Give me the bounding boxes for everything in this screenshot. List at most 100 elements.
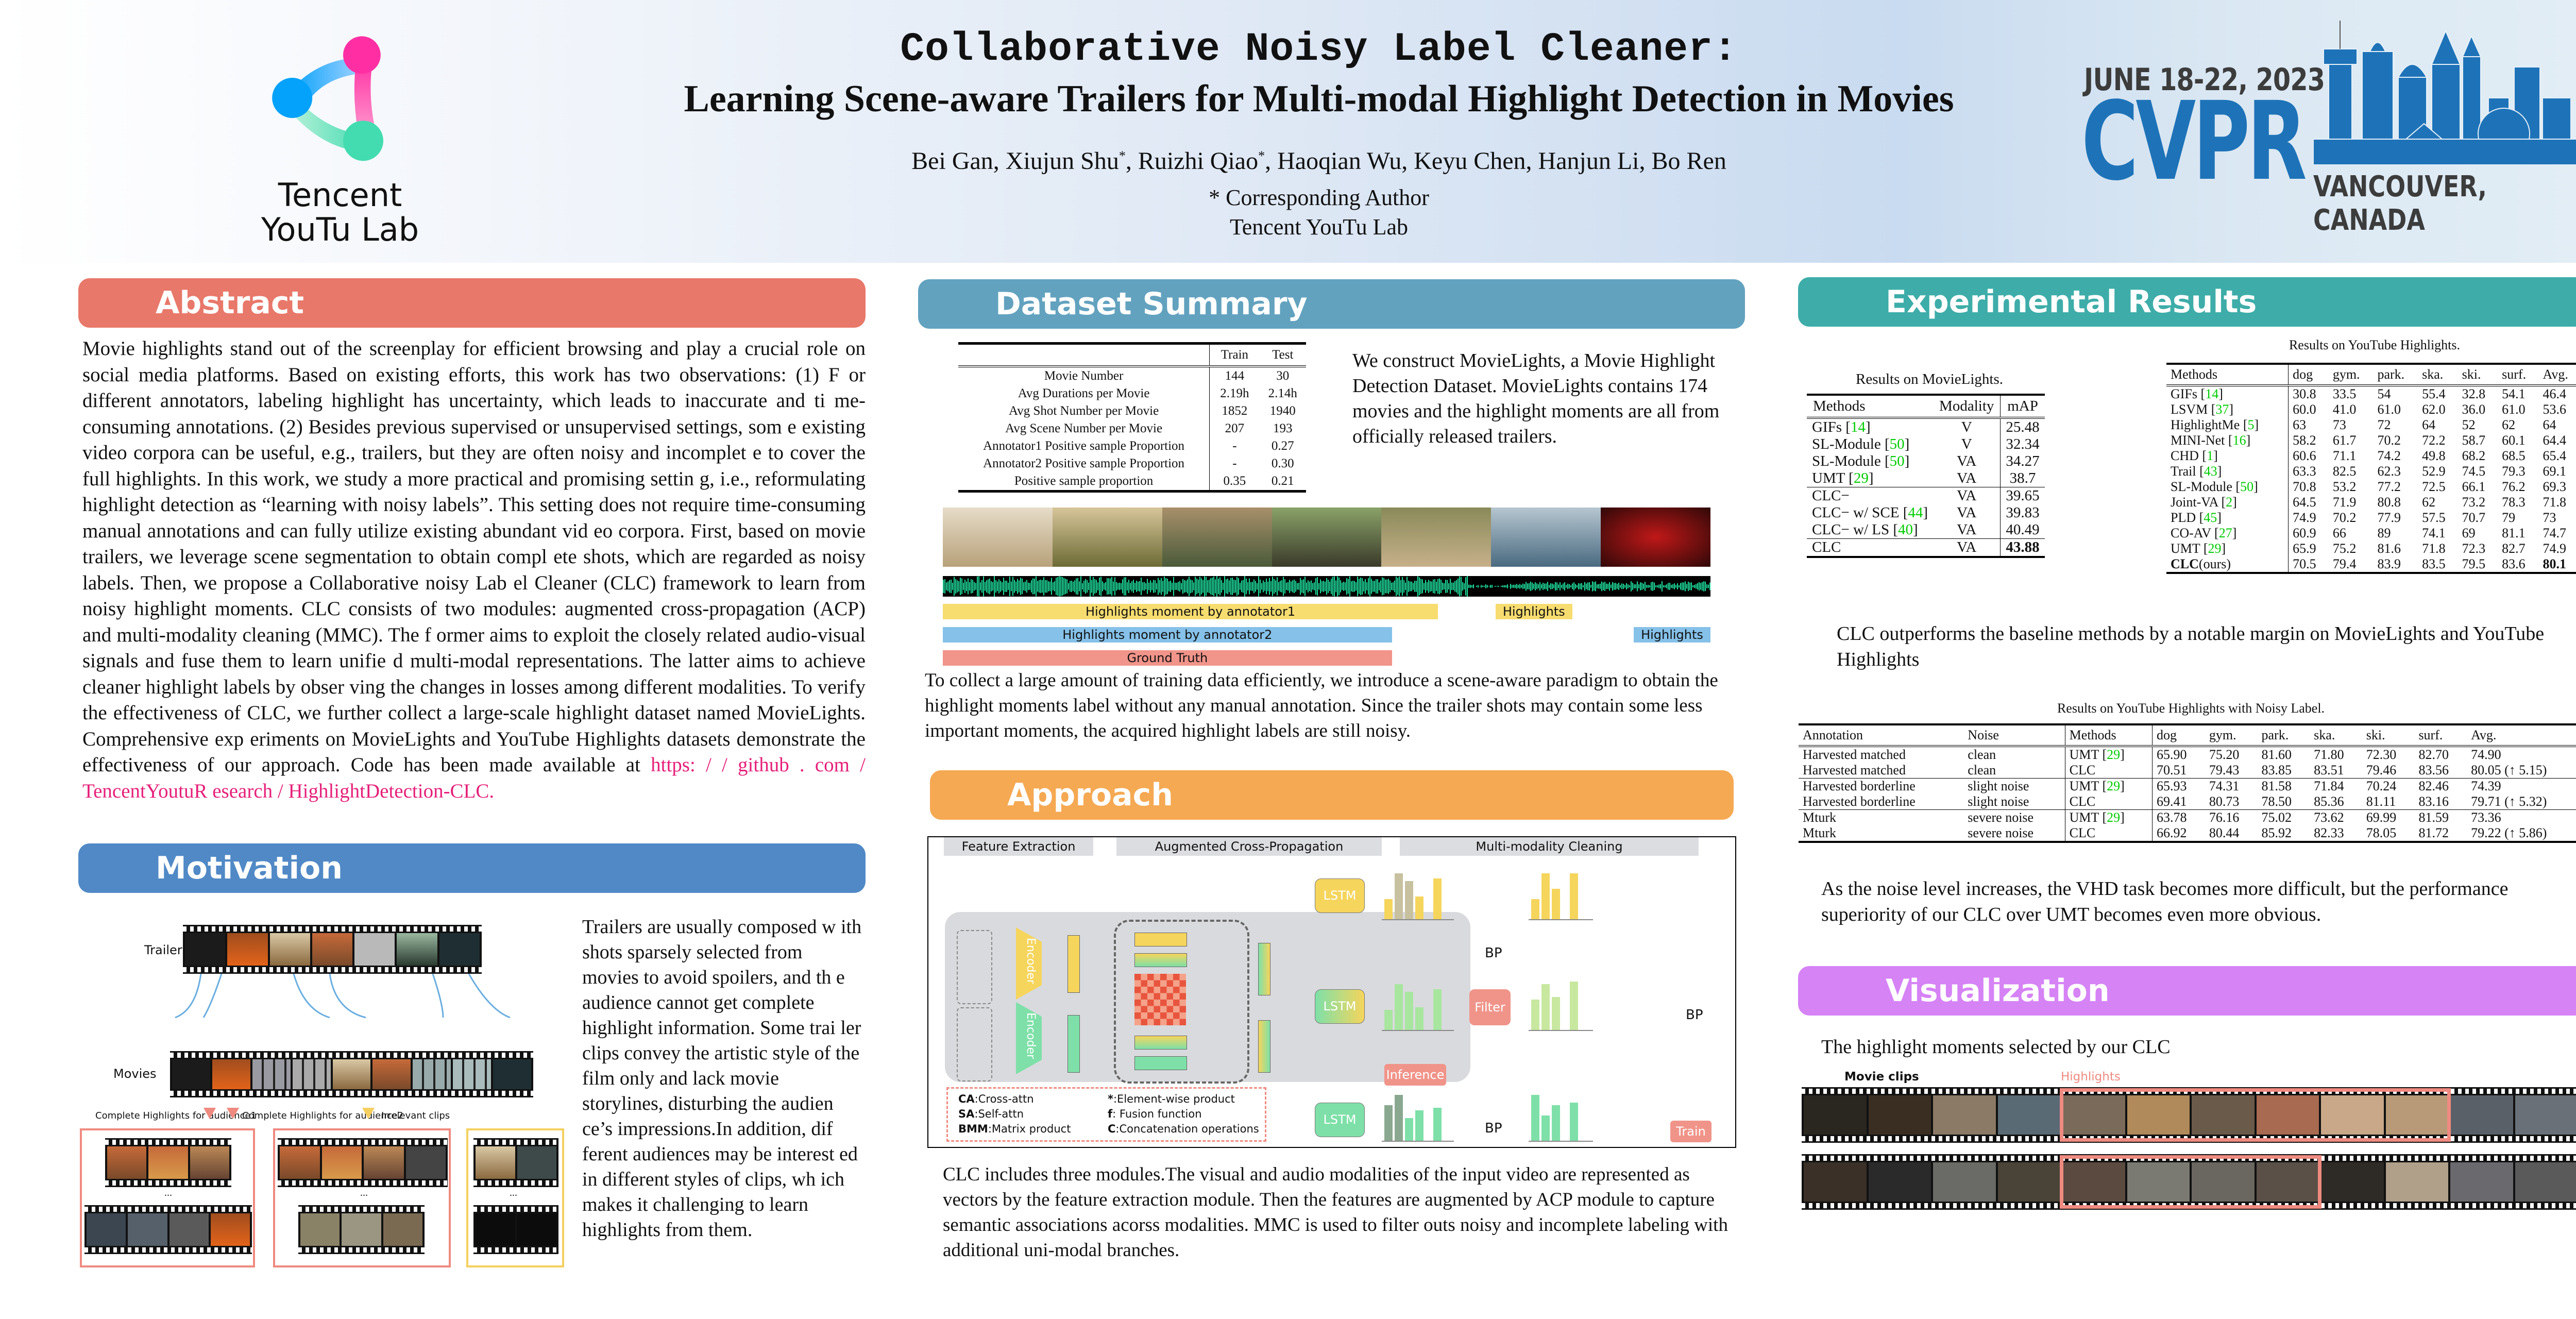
- waveform-sample: [1590, 585, 1591, 588]
- waveform-sample: [1314, 582, 1315, 590]
- waveform-sample: [1189, 577, 1190, 596]
- method-cell: PLD [45]: [2171, 510, 2222, 525]
- waveform-sample: [1422, 579, 1423, 594]
- citation-link[interactable]: 27: [2218, 526, 2232, 540]
- citation-link[interactable]: 45: [2204, 510, 2217, 525]
- waveform-sample: [1629, 585, 1630, 588]
- waveform-sample: [1658, 584, 1659, 588]
- poster-header: [0, 0, 2576, 263]
- waveform-sample: [1117, 583, 1118, 590]
- waveform-sample: [1691, 582, 1692, 590]
- score-bars-visual: [1382, 873, 1454, 920]
- citation-link[interactable]: 29: [2107, 747, 2121, 762]
- citation-link[interactable]: 2: [2226, 495, 2233, 510]
- stage-label-acp: Augmented Cross-Propagation: [1116, 837, 1382, 856]
- waveform-sample: [1304, 577, 1306, 596]
- waveform-sample: [1260, 579, 1261, 594]
- waveform-sample: [1686, 584, 1687, 589]
- method-cell: CLC: [2064, 763, 2153, 779]
- waveform-sample: [1263, 580, 1264, 593]
- waveform-sample: [1640, 582, 1641, 590]
- citation-link[interactable]: 50: [2240, 479, 2254, 494]
- waveform-sample: [1110, 578, 1111, 595]
- citation-link[interactable]: 44: [1908, 504, 1923, 521]
- waveform-sample: [1121, 583, 1122, 590]
- waveform-sample: [1292, 580, 1293, 593]
- waveform-sample: [1560, 582, 1561, 590]
- score-cell: 73: [2332, 417, 2346, 432]
- waveform-sample: [1230, 578, 1231, 595]
- citation-link[interactable]: 37: [2215, 402, 2229, 417]
- citation-link[interactable]: 29: [2208, 541, 2222, 556]
- citation-link[interactable]: 29: [2107, 810, 2121, 825]
- film-frame: [212, 1059, 250, 1089]
- waveform-sample: [1394, 580, 1395, 593]
- citation-link[interactable]: 29: [2107, 779, 2121, 793]
- citation-link[interactable]: 29: [1853, 470, 1869, 486]
- visual-cross-attn-vector: [1134, 953, 1187, 967]
- vancouver-skyline-icon: [2313, 21, 2576, 165]
- waveform-sample: [1369, 576, 1370, 597]
- score-cell: 73: [2543, 510, 2556, 525]
- waveform-sample: [1165, 578, 1166, 595]
- method-name: MINI-Net: [2171, 433, 2225, 448]
- column-header: Test: [1272, 348, 1294, 362]
- table-cell: Movie Number: [1044, 369, 1124, 383]
- method-name: CLC−: [1812, 487, 1850, 504]
- table-cell: 0.27: [1271, 439, 1294, 453]
- waveform-sample: [1167, 579, 1168, 594]
- score-cell: 75.2: [2332, 541, 2357, 556]
- method-cell: SL-Module [50]: [1812, 436, 1910, 452]
- bp-label: BP: [1686, 1007, 1703, 1023]
- citation-link[interactable]: 50: [1889, 453, 1905, 469]
- citation-link[interactable]: 14: [2205, 386, 2219, 401]
- augmented-audio-vector: [1258, 1020, 1270, 1073]
- movie-frame: [2192, 1162, 2255, 1202]
- visualization-caption: The highlight moments selected by our CL…: [1821, 1036, 2171, 1058]
- waveform-sample: [1020, 578, 1021, 595]
- abstract-text: Movie highlights stand out of the screen…: [82, 337, 866, 776]
- dataset-section-header: Dataset Summary: [918, 279, 1745, 329]
- citation-link[interactable]: 14: [1850, 419, 1866, 435]
- waveform-sample: [1267, 581, 1268, 591]
- score-cell: 79.5: [2462, 556, 2486, 571]
- citation-link[interactable]: 40: [1898, 521, 1913, 538]
- waveform-sample: [1181, 583, 1182, 590]
- waveform-sample: [1513, 584, 1514, 588]
- citation-link[interactable]: 5: [2247, 417, 2255, 432]
- waveform-sample: [1451, 582, 1452, 590]
- score-cell: 81.72: [2418, 825, 2449, 840]
- citation-link[interactable]: 1: [2207, 448, 2214, 463]
- waveform-sample: [975, 583, 976, 590]
- table-cell: Annotator2 Positive sample Proportion: [983, 456, 1185, 470]
- waveform-sample: [960, 578, 961, 595]
- film-frame: [354, 933, 395, 966]
- waveform-sample: [1665, 585, 1666, 588]
- highlight-selection-box: [2060, 1088, 2451, 1142]
- waveform-sample: [1223, 582, 1224, 590]
- waveform-sample: [1641, 582, 1642, 590]
- table-cell: 193: [1273, 421, 1293, 435]
- score-cell: 60.6: [2288, 448, 2329, 464]
- citation-link[interactable]: 16: [2232, 433, 2246, 448]
- waveform-sample: [1403, 580, 1404, 593]
- code-link[interactable]: https: / / github . com / TencentYoutuR …: [82, 754, 866, 802]
- method-name: UMT: [2171, 541, 2200, 556]
- citation-link[interactable]: 43: [2204, 464, 2217, 479]
- waveform-sample: [1611, 584, 1612, 588]
- waveform-sample: [1570, 585, 1571, 588]
- waveform-sample: [1264, 582, 1265, 591]
- waveform-sample: [1447, 580, 1448, 593]
- score-cell: 74.39: [2471, 779, 2501, 793]
- score-cell: 80.8: [2377, 495, 2401, 510]
- citation-link[interactable]: 50: [1889, 436, 1905, 452]
- method-suffix: (ours): [2198, 556, 2231, 571]
- score-cell: 74.9: [2543, 541, 2567, 556]
- waveform-sample: [1524, 584, 1525, 589]
- lstm-multimodal: LSTM: [1315, 989, 1365, 1024]
